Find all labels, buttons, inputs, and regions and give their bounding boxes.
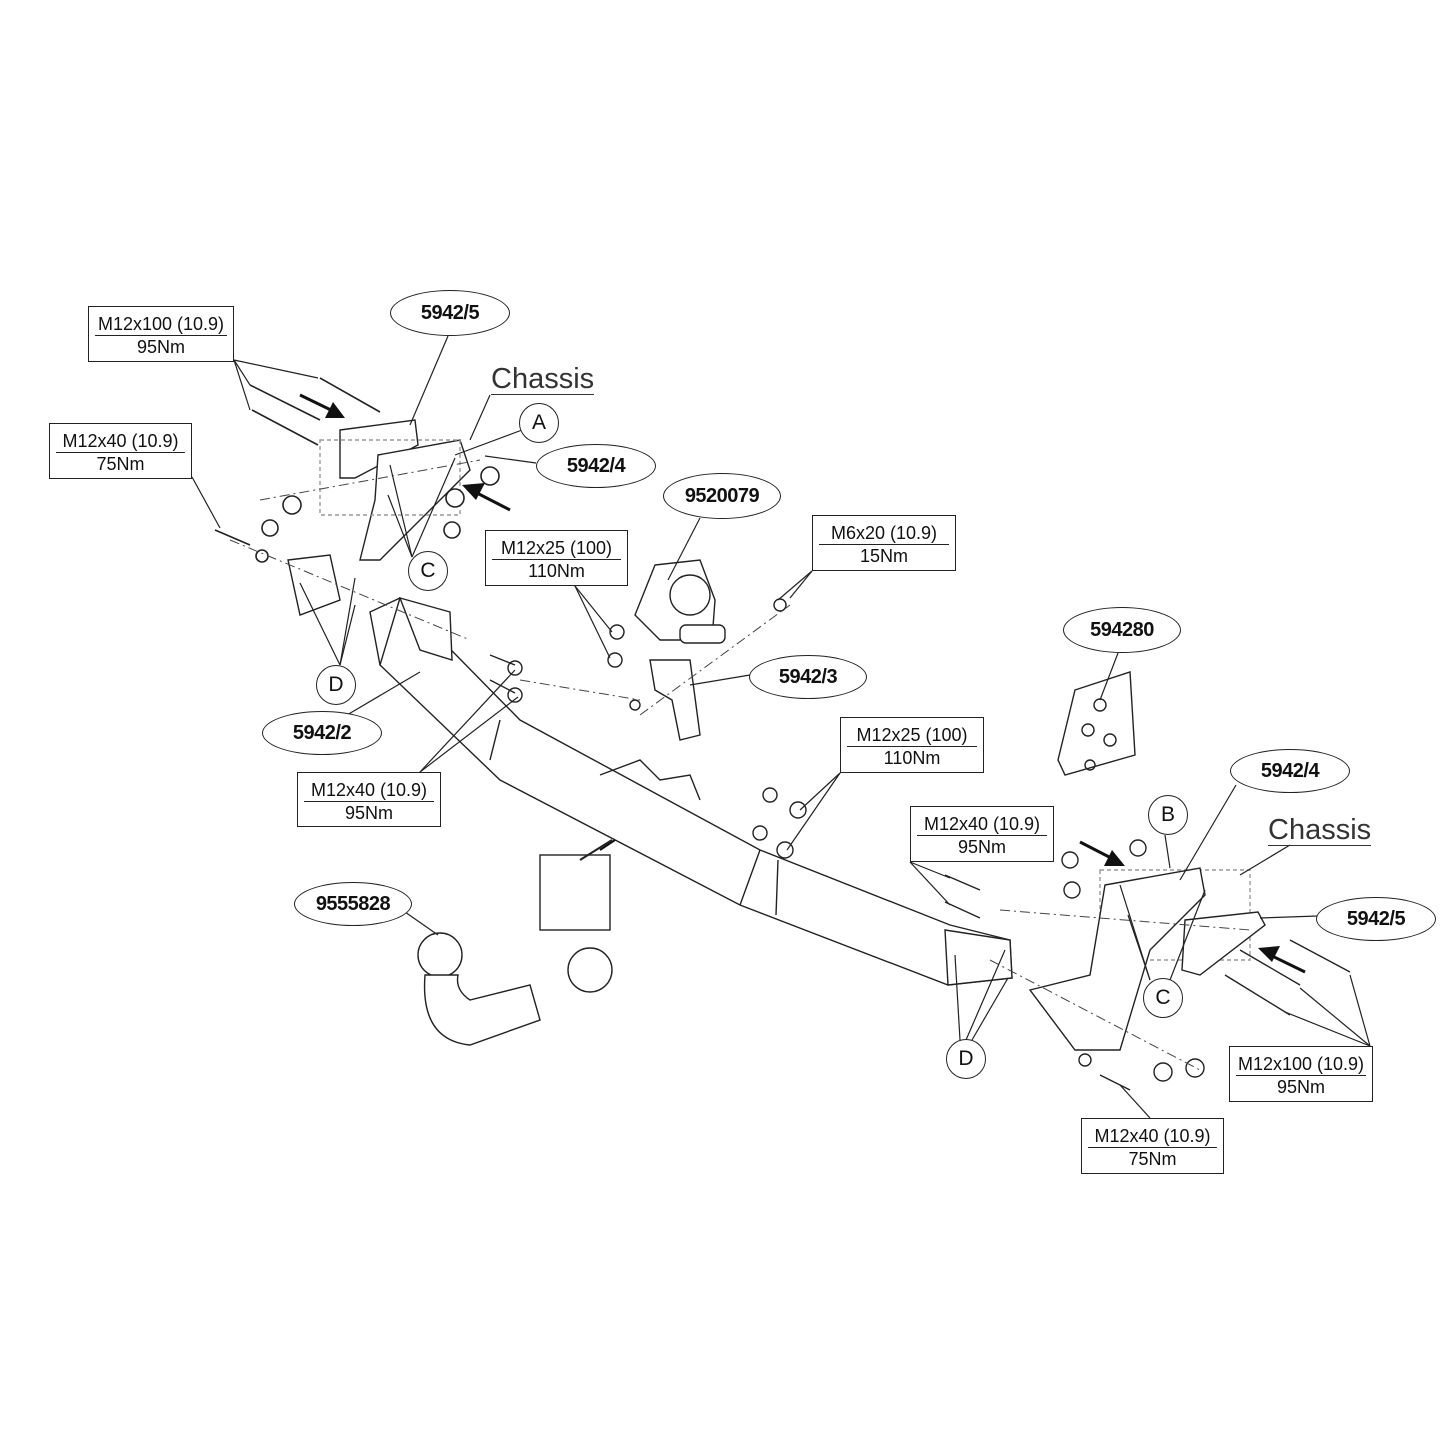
bolt-size: M6x20 (10.9): [819, 522, 949, 545]
bolt-size: M12x40 (10.9): [304, 779, 434, 802]
bolt-size: M12x25 (100): [492, 537, 621, 560]
mid-bolts: [489, 654, 807, 859]
spec-box-m12x100-left: M12x100 (10.9) 95Nm: [88, 306, 234, 362]
socket-plate-and-bracket: [607, 559, 787, 741]
marker-c-left: C: [408, 551, 448, 591]
bolt-torque: 15Nm: [859, 546, 908, 566]
spec-box-m12x40-75nm-right: M12x40 (10.9) 75Nm: [1081, 1118, 1224, 1174]
left-brackets: [287, 419, 471, 616]
bolt-torque: 110Nm: [883, 748, 941, 768]
spec-box-m6x20: M6x20 (10.9) 15Nm: [812, 515, 956, 571]
spec-box-m12x25-lower: M12x25 (100) 110Nm: [840, 717, 984, 773]
part-label-9520079: 9520079: [663, 473, 781, 519]
marker-c-right: C: [1143, 978, 1183, 1018]
alignment-lines: [229, 459, 1251, 1071]
spec-box-m12x40-75nm-left: M12x40 (10.9) 75Nm: [49, 423, 192, 479]
towball-assembly: [417, 839, 613, 1046]
marker-b: B: [1148, 795, 1188, 835]
bolt-size: M12x100 (10.9): [95, 313, 227, 336]
bolt-torque: 95Nm: [344, 803, 393, 823]
part-label-5942-5-left: 5942/5: [390, 290, 510, 336]
bolt-torque: 95Nm: [136, 337, 185, 357]
leader-lines: [191, 335, 1371, 1119]
part-label-5942-2: 5942/2: [262, 711, 382, 755]
left-bolts: [214, 377, 500, 563]
bolt-torque: 75Nm: [96, 454, 145, 474]
arrows: [299, 393, 1306, 974]
spec-box-m12x40-95nm-left: M12x40 (10.9) 95Nm: [297, 772, 441, 827]
marker-a: A: [519, 403, 559, 443]
bolt-size: M12x40 (10.9): [56, 430, 185, 453]
wiring-kit-bag: [1057, 671, 1136, 776]
spec-box-m12x25-upper: M12x25 (100) 110Nm: [485, 530, 628, 586]
bolt-size: M12x25 (100): [847, 724, 977, 747]
marker-d-right: D: [946, 1039, 986, 1079]
chassis-label-right: Chassis: [1268, 814, 1372, 846]
towbar-crossbeam: [369, 596, 1013, 986]
bolt-torque: 95Nm: [1276, 1077, 1325, 1097]
bolt-size: M12x40 (10.9): [1088, 1125, 1217, 1148]
chassis-label-left: Chassis: [491, 363, 595, 395]
bolt-torque: 110Nm: [528, 561, 585, 581]
bolt-size: M12x100 (10.9): [1236, 1054, 1366, 1076]
bolt-torque: 95Nm: [957, 837, 1006, 857]
bolt-size: M12x40 (10.9): [917, 813, 1047, 836]
spec-box-m12x40-95nm-right: M12x40 (10.9) 95Nm: [910, 806, 1054, 862]
marker-d-left: D: [316, 665, 356, 705]
part-label-5942-4-right: 5942/4: [1230, 749, 1350, 793]
part-label-5942-5-right: 5942/5: [1316, 897, 1436, 941]
bolt-torque: 75Nm: [1128, 1149, 1177, 1169]
part-label-5942-4-left: 5942/4: [536, 444, 656, 488]
part-label-594280: 594280: [1063, 607, 1181, 653]
part-label-9555828: 9555828: [294, 882, 412, 926]
right-brackets: [944, 839, 1351, 1091]
spec-box-m12x100-right: M12x100 (10.9) 95Nm: [1229, 1046, 1373, 1102]
part-label-5942-3: 5942/3: [749, 655, 867, 699]
